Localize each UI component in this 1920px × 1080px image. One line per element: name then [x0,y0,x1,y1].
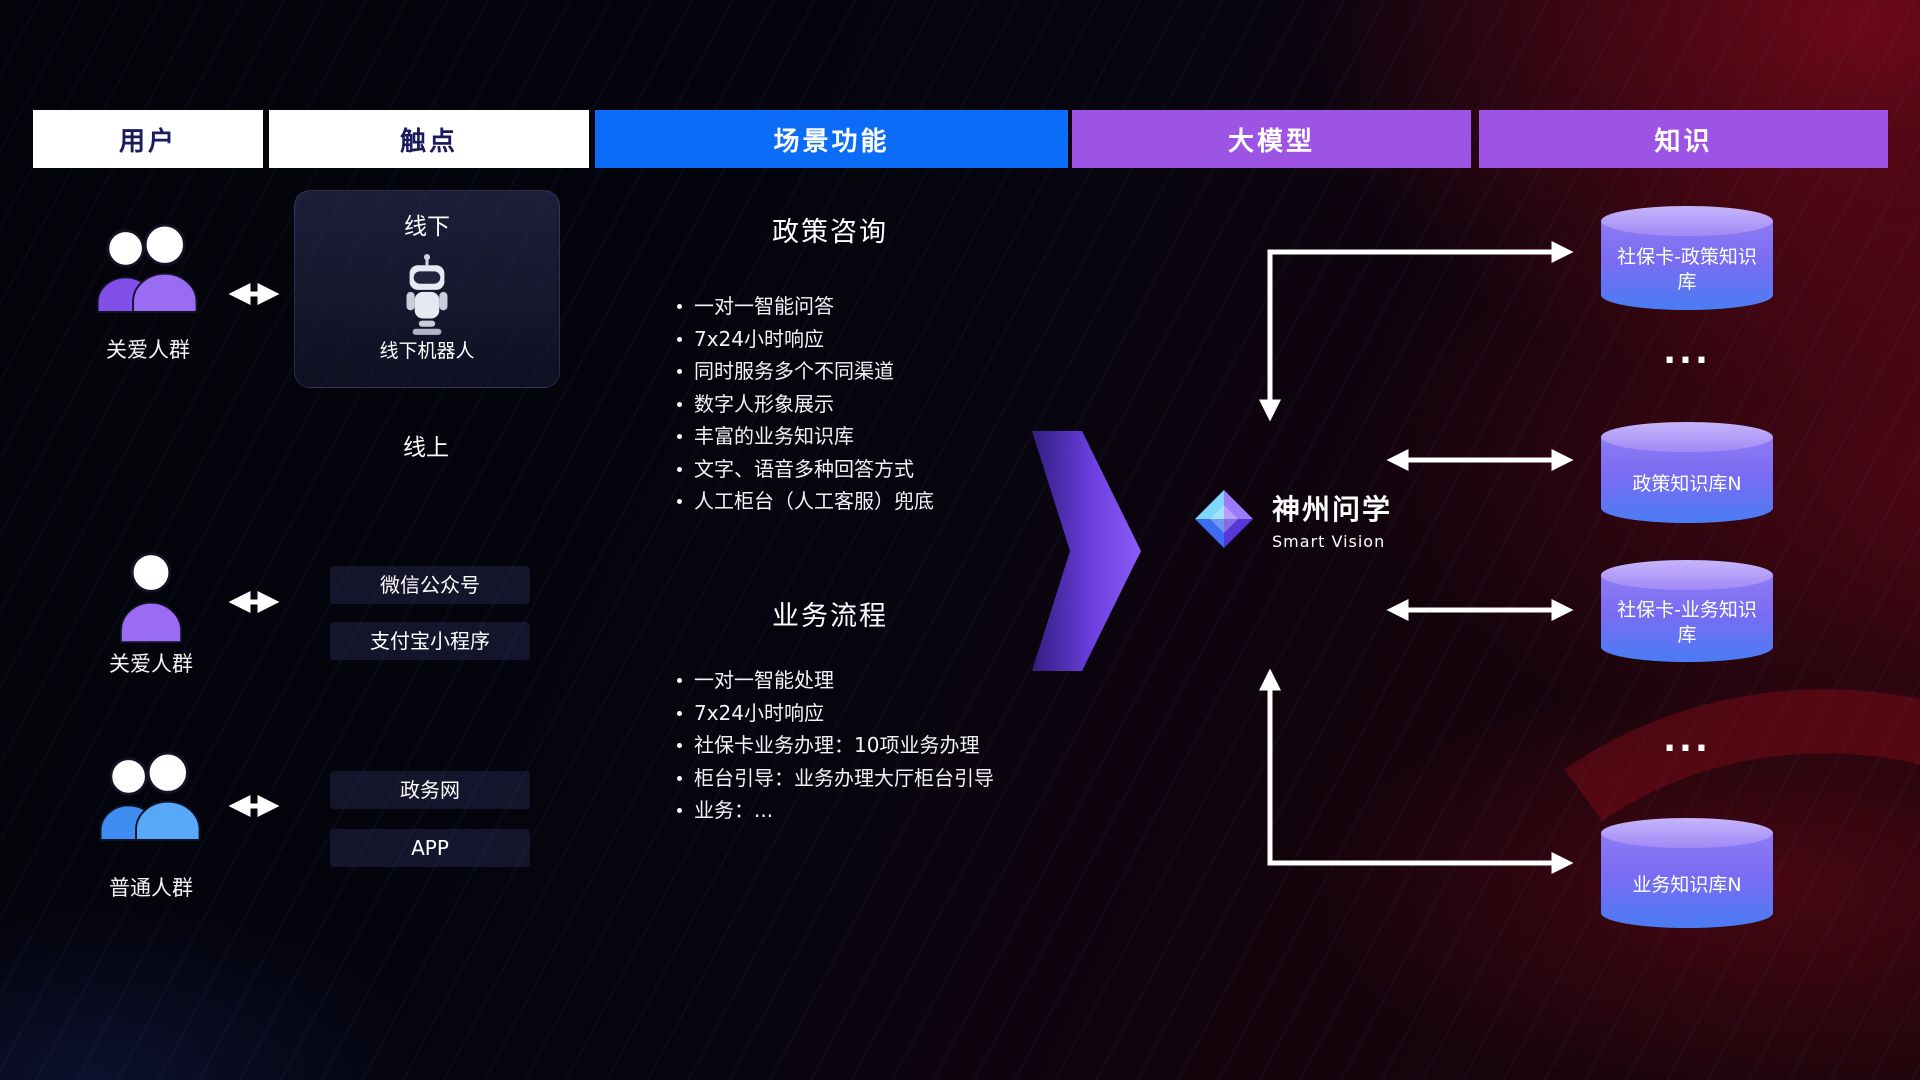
scene-bullet: 7x24小时响应 [677,323,934,356]
knowledge-db-card: 社保卡-政策知识库 [1601,206,1773,310]
user-group-label: 普通人群 [109,876,193,900]
group-users-icon [99,751,201,841]
scene-bullet: 业务：... [677,794,994,827]
database-icon [1601,833,1773,928]
scene-bullet: 社保卡业务办理：10项业务办理 [677,729,994,762]
scene-list-policy-consult: 一对一智能问答 7x24小时响应 同时服务多个不同渠道 数字人形象展示 丰富的业… [677,290,934,518]
user-group-label: 关爱人群 [109,652,193,676]
knowledge-db-card: 业务知识库N [1601,818,1773,928]
offline-touchpoint-card: 线下 线下机器人 [294,190,560,388]
channel-gov-web: 政务网 [330,771,530,809]
knowledge-db-card: 社保卡-业务知识库 [1601,560,1773,662]
db-label: 政策知识库N [1632,473,1742,496]
header-cell-model: 大模型 [1072,110,1471,168]
brand-logo: 神州问学 Smart Vision [1192,487,1392,551]
scene-bullet: 数字人形象展示 [677,388,934,421]
scene-title-policy-consult: 政策咨询 [772,217,888,248]
channel-alipay-miniapp: 支付宝小程序 [330,622,530,660]
knowledge-db-card: 政策知识库N [1601,422,1773,523]
header-cell-user: 用户 [33,110,263,168]
scene-bullet: 7x24小时响应 [677,697,994,730]
brand-name: 神州问学 [1272,492,1393,526]
group-users-icon [96,223,198,313]
header-cell-touchpoint: 触点 [269,110,589,168]
scene-bullet: 文字、语音多种回答方式 [677,453,934,486]
db-label: 业务知识库N [1632,873,1742,896]
flow-arrow-icon [1032,431,1141,671]
db-label: 社保卡-政策知识库 [1617,246,1757,293]
database-icon-top [1601,560,1773,590]
scene-list-business-process: 一对一智能处理 7x24小时响应 社保卡业务办理：10项业务办理 柜台引导：业务… [677,664,994,827]
scene-bullet: 柜台引导：业务办理大厅柜台引导 [677,762,994,795]
db-label: 社保卡-业务知识库 [1617,599,1757,646]
online-title: 线上 [403,435,449,461]
ellipsis: ... [1663,332,1711,372]
scene-bullet: 丰富的业务知识库 [677,420,934,453]
channel-app: APP [330,829,530,867]
model-db-elbow-arrow [1258,240,1574,422]
user-group-label: 关爱人群 [106,338,190,362]
model-db-elbow-arrow [1258,668,1574,875]
person-icon [119,552,183,644]
diamond-logo-icon [1195,490,1253,548]
scene-bullet: 同时服务多个不同渠道 [677,355,934,388]
database-icon-top [1601,422,1773,452]
offline-title: 线下 [404,214,450,240]
scene-bullet: 人工柜台（人工客服）兜底 [677,485,934,518]
scene-bullet: 一对一智能处理 [677,664,994,697]
header-cell-scene: 场景功能 [595,110,1068,168]
channel-wechat-official: 微信公众号 [330,566,530,604]
database-icon-top [1601,206,1773,236]
scene-title-business-process: 业务流程 [772,601,888,632]
header-cell-knowledge: 知识 [1479,110,1888,168]
database-icon-top [1601,818,1773,848]
offline-device-label: 线下机器人 [379,340,475,362]
robot-icon [406,254,448,335]
ellipsis: ... [1663,720,1711,760]
scene-bullet: 一对一智能问答 [677,290,934,323]
brand-subtitle: Smart Vision [1272,531,1386,551]
